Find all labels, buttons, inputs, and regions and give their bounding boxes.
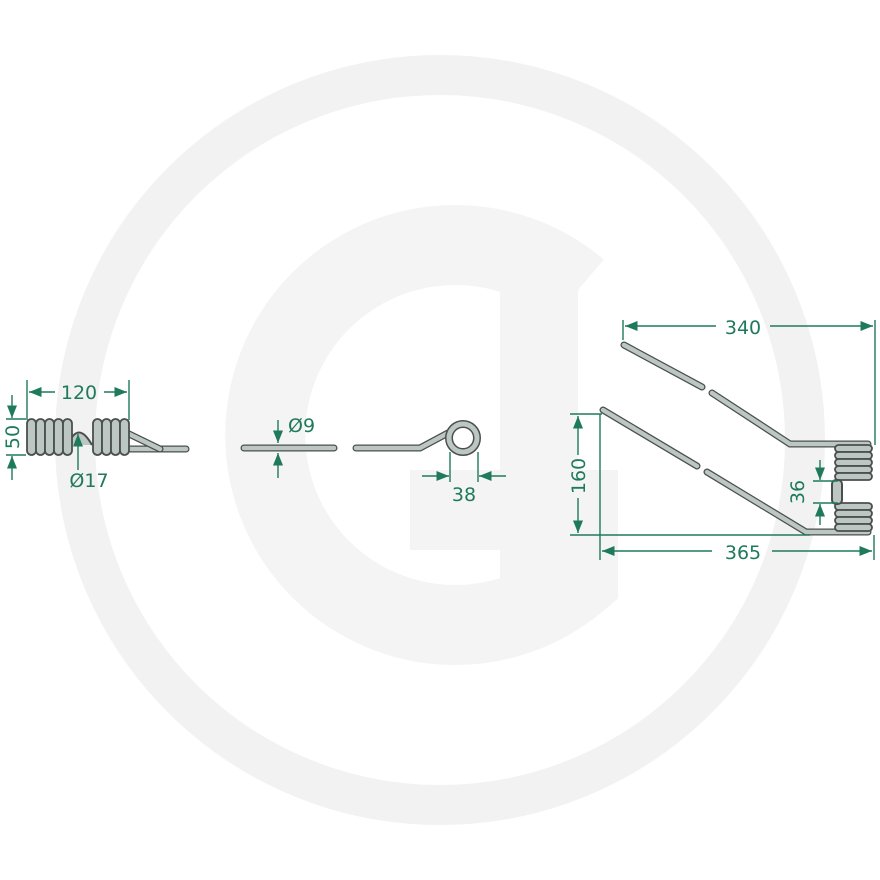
eye-loop: 38 (352, 420, 506, 506)
coil-turn (834, 472, 873, 481)
coil-turn (101, 418, 112, 456)
coil-turn (35, 418, 46, 456)
coil-turn (834, 516, 873, 525)
dim-365: 365 (599, 414, 875, 564)
coil-turn (53, 418, 64, 456)
dim-eye-diameter: Ø17 (69, 434, 109, 492)
dim-coil-height: 50 (2, 395, 26, 480)
dim-label-365: 365 (725, 542, 761, 564)
coil-turn (834, 458, 873, 467)
spring-coil-side-view (26, 418, 190, 456)
dim-label-d9: Ø9 (288, 415, 315, 437)
dim-label-d17: Ø17 (69, 470, 108, 492)
dim-label-120: 120 (61, 382, 97, 404)
coil-turn (26, 418, 37, 456)
coil-turn (110, 418, 121, 456)
dim-coil-length: 120 (26, 380, 130, 420)
coil-turn (834, 523, 873, 532)
dim-label-340: 340 (725, 317, 761, 339)
coil-turn (119, 418, 130, 456)
coil-turn (62, 418, 73, 456)
dim-label-50: 50 (2, 425, 24, 449)
coil-turn (92, 418, 103, 456)
dim-label-36: 36 (787, 480, 809, 504)
dim-36: 36 (787, 460, 838, 525)
tine-front-view (599, 341, 873, 536)
dim-label-38: 38 (452, 484, 476, 506)
coil-turn (834, 509, 873, 518)
coil-turn (834, 451, 873, 460)
coil-turn (44, 418, 55, 456)
dim-160: 160 (568, 413, 810, 536)
coil-turn (834, 444, 873, 453)
dim-label-160: 160 (568, 458, 590, 494)
coil-turn (834, 465, 873, 474)
wire-section: Ø9 (240, 415, 338, 478)
dim-340: 340 (622, 317, 876, 445)
